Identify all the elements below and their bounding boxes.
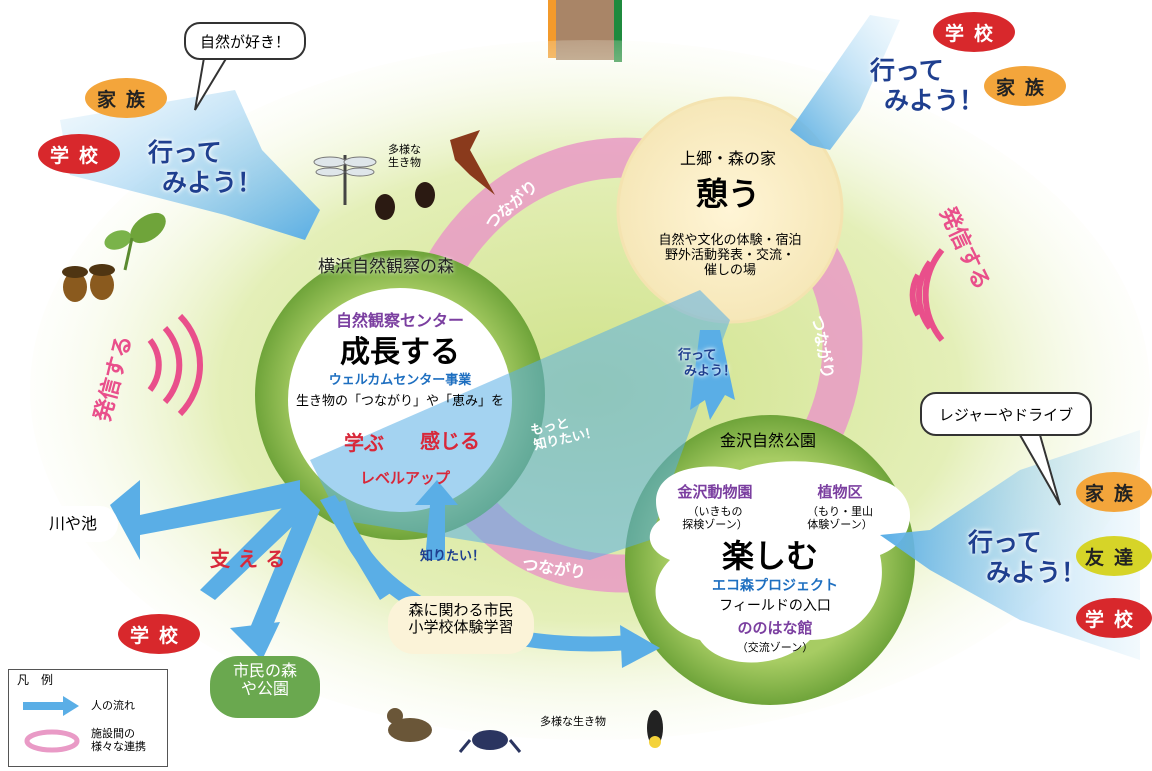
badge-bottom-school: 学校 xyxy=(118,614,200,654)
kanazawa-nonohana-sub: （交流ゾーン） xyxy=(736,641,814,654)
yokohama-levelup: レベルアップ xyxy=(360,469,451,487)
badge-right-friends: 友達 xyxy=(1076,536,1152,576)
yokohama-subtitle: 自然観察センター xyxy=(335,311,464,330)
hawk-icon xyxy=(450,130,495,195)
yokohama-feel: 感じる xyxy=(420,429,480,453)
kamigo-description: 自然や文化の体験・宿泊 野外活動発表・交流・ 催しの場 xyxy=(658,233,802,278)
speech-bubble-nature: 自然が好き！ xyxy=(184,22,306,60)
yokohama-verb: 成長する xyxy=(340,335,460,370)
kanazawa-plant-sub: （もり・里山 体験ゾーン） xyxy=(807,505,873,531)
support-label: 支える xyxy=(210,547,294,571)
creatures-caption-bottom: 多様な生き物 xyxy=(540,715,606,728)
badge-right-family: 家族 xyxy=(1076,472,1152,512)
citizen-forest-box: 市民の森 や公園 xyxy=(210,656,320,718)
kanazawa-title: 金沢自然公園 xyxy=(720,431,817,450)
go-label-right: 行って みよう！ xyxy=(968,528,1087,587)
badge-left-school: 学校 xyxy=(38,134,120,174)
legend: 凡 例 人の流れ 施設間の 様々な連携 xyxy=(8,669,168,767)
yokohama-welcome: ウェルカムセンター事業 xyxy=(328,373,472,388)
kanazawa-zoo-sub: （いきもの 探検ゾーン） xyxy=(682,505,748,531)
legend-link-ring-icon xyxy=(24,729,80,753)
go-label-left: 行って みよう！ xyxy=(148,138,263,197)
badge-right-school: 学校 xyxy=(1076,598,1152,638)
badge-left-family: 家族 xyxy=(85,78,167,118)
yokohama-line: 生き物の「つながり」や「恵み」を xyxy=(295,394,504,409)
beetle-icon xyxy=(375,182,435,220)
kanazawa-field: フィールドの入口 xyxy=(719,598,831,614)
yokohama-title: 横浜自然観察の森 xyxy=(318,257,454,277)
firefly-icon xyxy=(647,710,663,748)
legend-title: 凡 例 xyxy=(17,673,54,687)
badge-top-family: 家族 xyxy=(984,66,1066,106)
kanazawa-nonohana: ののはな館 xyxy=(737,619,813,637)
citizens-school-box: 森に関わる市民 小学校体験学習 xyxy=(388,596,534,654)
want-to-know-label: 知りたい！ xyxy=(420,549,486,564)
go-label-middle: 行って みよう！ xyxy=(678,348,737,379)
crab-icon xyxy=(458,730,522,753)
acorn-icon xyxy=(62,264,115,302)
kamigo-verb: 憩う xyxy=(695,175,760,213)
kanazawa-verb: 楽しむ xyxy=(721,537,818,575)
river-pond-box: 川や池 xyxy=(28,506,118,542)
kanazawa-eco: エコ森プロジェクト xyxy=(712,578,838,594)
speech-bubble-nature-text: 自然が好き！ xyxy=(199,32,290,51)
legend-flow-arrow-icon xyxy=(23,696,79,716)
legend-flow-label: 人の流れ xyxy=(91,699,135,712)
speech-bubble-leisure: レジャーやドライブ xyxy=(920,392,1092,436)
creatures-caption-top: 多様な 生き物 xyxy=(388,143,421,169)
duck-icon xyxy=(387,708,432,742)
kanazawa-plant: 植物区 xyxy=(817,483,863,501)
kamigo-title: 上郷・森の家 xyxy=(679,149,776,168)
dragonfly-icon xyxy=(313,155,377,205)
yokohama-learn: 学ぶ xyxy=(344,431,384,455)
leaf-sprout-icon xyxy=(104,212,166,271)
go-label-top-right: 行って みよう！ xyxy=(870,56,985,115)
badge-top-school: 学校 xyxy=(933,12,1015,52)
kanazawa-zoo: 金沢動物園 xyxy=(677,483,753,501)
speech-bubble-leisure-text: レジャーやドライブ xyxy=(938,405,1074,424)
legend-link-label: 施設間の 様々な連携 xyxy=(91,727,146,753)
